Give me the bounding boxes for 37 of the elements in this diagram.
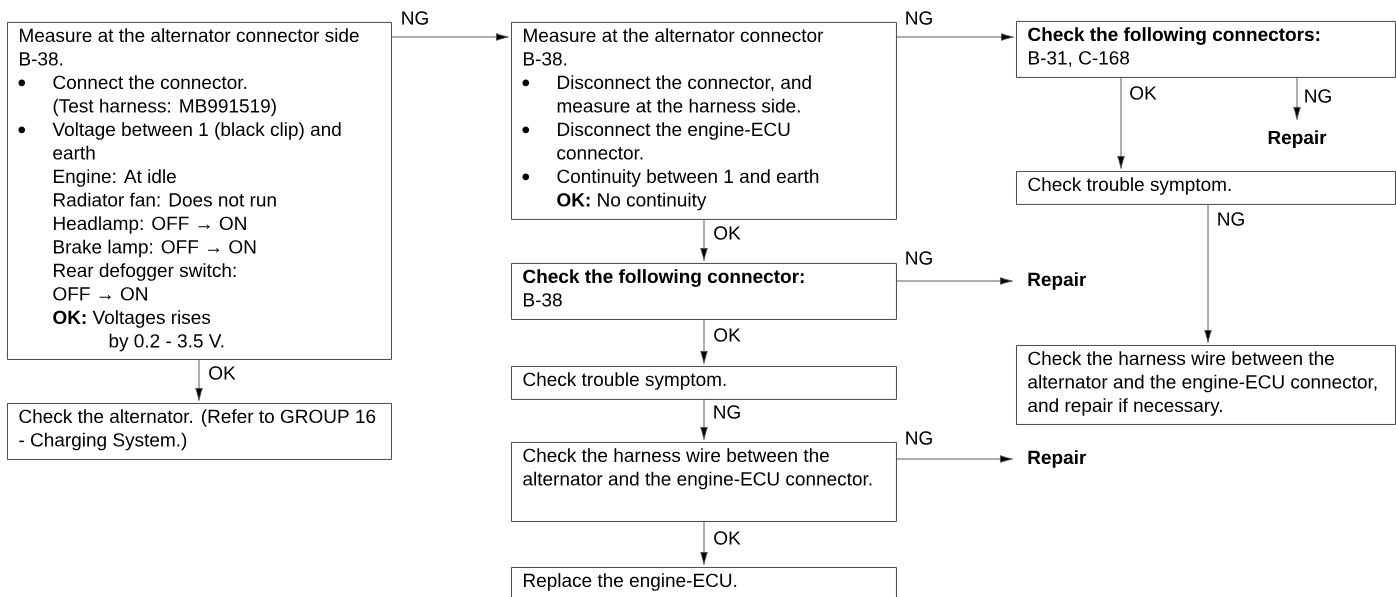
edge-label: NG (903, 10, 935, 26)
edge-label: NG (711, 404, 743, 420)
arrow (1117, 77, 1125, 169)
edge-label: OK (207, 365, 237, 381)
arrow (896, 455, 1013, 463)
edge-label: OK (712, 327, 742, 343)
edge-label: OK (712, 530, 742, 546)
edge-label: NG (1215, 211, 1247, 227)
arrow (1204, 204, 1212, 343)
arrow (700, 319, 708, 364)
arrow (896, 277, 1013, 285)
arrow (391, 33, 509, 41)
step-box: Check trouble symptom. (1016, 171, 1396, 205)
step-box: Check the following connector: B-38 (511, 263, 897, 320)
edge-label: NG (903, 430, 935, 446)
arrow (700, 399, 708, 440)
step-box: Replace the engine-ECU. (511, 567, 897, 597)
step-box: Check trouble symptom. (511, 366, 897, 400)
edge-label: OK (1128, 85, 1158, 101)
arrow (700, 219, 708, 261)
result-text: Repair (1028, 272, 1087, 290)
step-box: Check the alternator. (Refer to GROUP 16 - Charging System.) (7, 403, 392, 460)
edge-label: NG (399, 10, 431, 26)
step-box: Check the harness wire between the alternator and the engine-ECU connector. (511, 442, 897, 522)
step-box: Measure at the alternator connector side B-38. Connect the connector. (Test harness: MB991519) Voltage between 1 (black clip) and earth Engine: At idle Radiator fan: Does not run Headlamp: OFF → ON Brake lamp: OFF → ON Rear defogger switch: OFF → ON OK: Voltages rises by 0.2 - 3.5 V. (7, 22, 392, 360)
edge-label: OK (712, 225, 742, 241)
arrow (195, 359, 203, 401)
step-box: Check the harness wire between the alternator and the engine-ECU connector, and repair if necessary. (1016, 345, 1396, 425)
arrow (700, 521, 708, 565)
result-text: Repair (1028, 450, 1087, 468)
arrow (1293, 77, 1301, 120)
edge-label: NG (903, 250, 935, 266)
step-box: Measure at the alternator connector B-38. Disconnect the connector, and measure at the harness side. Disconnect the engine-ECU connector. Continuity between 1 and earth OK: No continuity (511, 22, 897, 220)
arrow (896, 33, 1014, 41)
edge-label: NG (1302, 88, 1334, 104)
step-box: Check the following connectors: B-31, C-168 (1016, 21, 1396, 78)
result-text: Repair (1268, 130, 1327, 148)
